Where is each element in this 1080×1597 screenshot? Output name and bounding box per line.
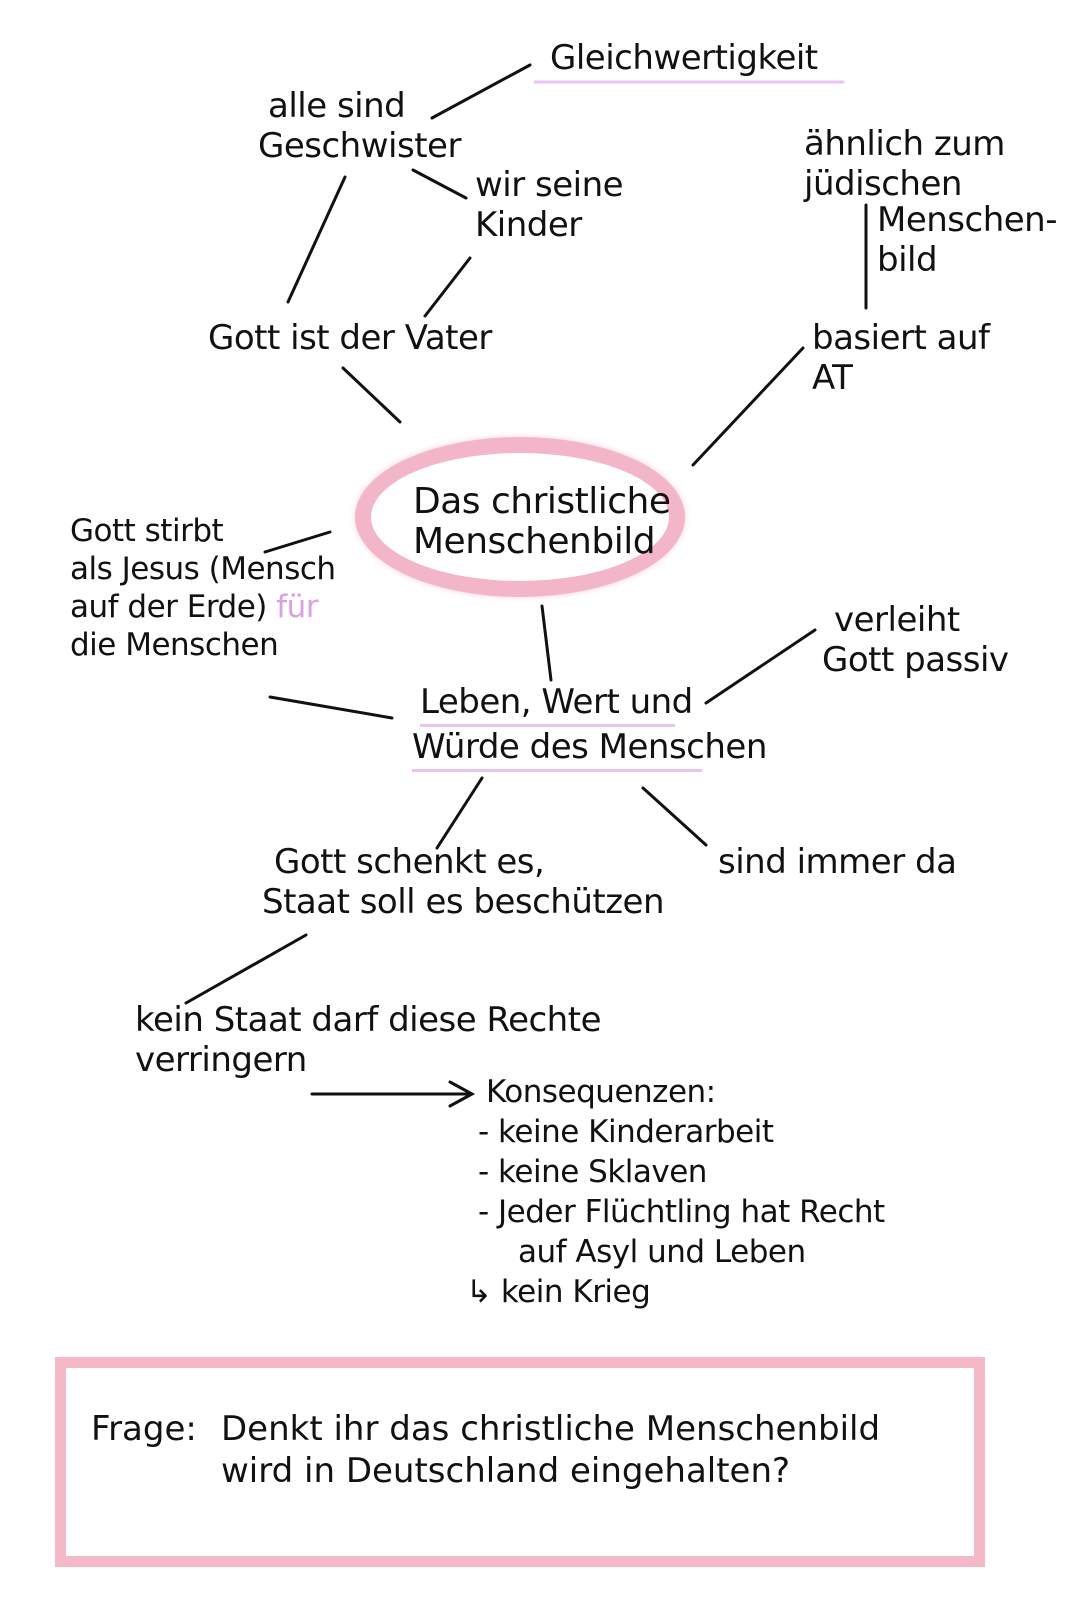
center-title-line1: Das christliche: [413, 481, 671, 522]
node-leben: Leben, Wert und Würde des Menschen: [412, 682, 767, 772]
gleichwertigkeit-text: Gleichwertigkeit: [550, 38, 818, 78]
konsequenzen-list: Konsequenzen: - keine Kinderarbeit - kei…: [466, 1072, 885, 1312]
konsequenzen-title: Konsequenzen:: [486, 1074, 716, 1110]
center-title-line2: Menschenbild: [413, 521, 656, 562]
bild-text: bild: [877, 240, 938, 280]
auf-der-erde-text: auf der Erde): [70, 589, 267, 625]
kinder-text: Kinder: [475, 205, 582, 245]
fuer-text: für: [276, 589, 319, 625]
center-title: Das christliche Menschenbild: [413, 482, 671, 562]
alle-sind-text: alle sind: [268, 86, 406, 126]
konsequenz-item: auf Asyl und Leben: [518, 1234, 806, 1270]
basiert-text: basiert auf: [812, 318, 990, 358]
menschen-text: Menschen-: [877, 200, 1058, 240]
line-kinder-vater: [423, 256, 472, 318]
gott-schenkt-text: Gott schenkt es,: [274, 842, 545, 882]
line-leben-gottschenkt: [435, 776, 484, 850]
verringern-text: verringern: [135, 1040, 307, 1080]
line-at-center: [691, 346, 805, 467]
wuerde-text: Würde des Menschen: [412, 727, 767, 772]
line-geschwister-vater: [286, 175, 347, 304]
node-kinder: wir seine Kinder: [475, 165, 624, 245]
geschwister-text: Geschwister: [258, 126, 461, 166]
verleiht-text: verleiht: [834, 600, 960, 640]
question: Frage: Denkt ihr das christliche Mensche…: [91, 1408, 880, 1492]
question-label: Frage:: [91, 1409, 197, 1449]
line-center-leben: [540, 604, 553, 682]
gott-passiv-text: Gott passiv: [822, 640, 1009, 680]
gott-vater-text: Gott ist der Vater: [208, 318, 492, 358]
node-kein-staat: kein Staat darf diese Rechte verringern: [135, 1000, 601, 1080]
line-verleiht-leben: [704, 628, 817, 705]
node-gott-stirbt: Gott stirbt als Jesus (Mensch auf der Er…: [70, 512, 336, 664]
konsequenz-item: - keine Sklaven: [478, 1154, 707, 1190]
node-gott-vater: Gott ist der Vater: [208, 318, 492, 358]
line-geschwister-kinder: [411, 168, 468, 200]
kein-staat-text: kein Staat darf diese Rechte: [135, 1000, 601, 1040]
node-basiert: basiert auf AT: [812, 318, 990, 398]
question-line2: wird in Deutschland eingehalten?: [221, 1451, 791, 1491]
als-jesus-text: als Jesus (Mensch: [70, 551, 336, 587]
konsequenz-item: ↳ kein Krieg: [466, 1274, 651, 1310]
question-box: Frage: Denkt ihr das christliche Mensche…: [55, 1357, 985, 1567]
node-menschenbild: Menschen- bild: [877, 200, 1058, 280]
node-gott-schenkt: Gott schenkt es, Staat soll es beschütze…: [262, 842, 665, 922]
line-gottschenkt-keinstaat: [184, 933, 308, 1005]
line-vater-center: [341, 366, 402, 424]
die-menschen-text: die Menschen: [70, 627, 279, 663]
line-stirbt-center: [263, 530, 332, 554]
line-stirbt-leben: [268, 695, 394, 720]
gott-stirbt-text: Gott stirbt: [70, 513, 224, 549]
at-text: AT: [812, 358, 853, 398]
question-text: Denkt ihr das christliche Menschenbild w…: [221, 1408, 880, 1492]
line-leben-immerda: [641, 786, 708, 847]
arrow-head: [448, 1080, 476, 1108]
node-geschwister: alle sind Geschwister: [258, 86, 461, 166]
line-geschwister-gleichwertigkeit: [430, 63, 532, 120]
immer-da-text: sind immer da: [718, 842, 957, 882]
aehnlich-text: ähnlich zum: [804, 124, 1005, 164]
staat-soll-text: Staat soll es beschützen: [262, 882, 665, 922]
wir-seine-text: wir seine: [475, 165, 624, 205]
konsequenz-item: - keine Kinderarbeit: [478, 1114, 774, 1150]
question-line1: Denkt ihr das christliche Menschenbild: [221, 1409, 881, 1449]
node-gleichwertigkeit: Gleichwertigkeit: [550, 38, 818, 78]
node-juedisch: ähnlich zum jüdischen: [804, 124, 1005, 204]
juedischen-text: jüdischen: [804, 164, 962, 204]
konsequenz-item: - Jeder Flüchtling hat Recht: [478, 1194, 885, 1230]
node-immer-da: sind immer da: [718, 842, 957, 882]
node-verleiht: verleiht Gott passiv: [822, 600, 1009, 680]
leben-text: Leben, Wert und: [420, 682, 693, 727]
